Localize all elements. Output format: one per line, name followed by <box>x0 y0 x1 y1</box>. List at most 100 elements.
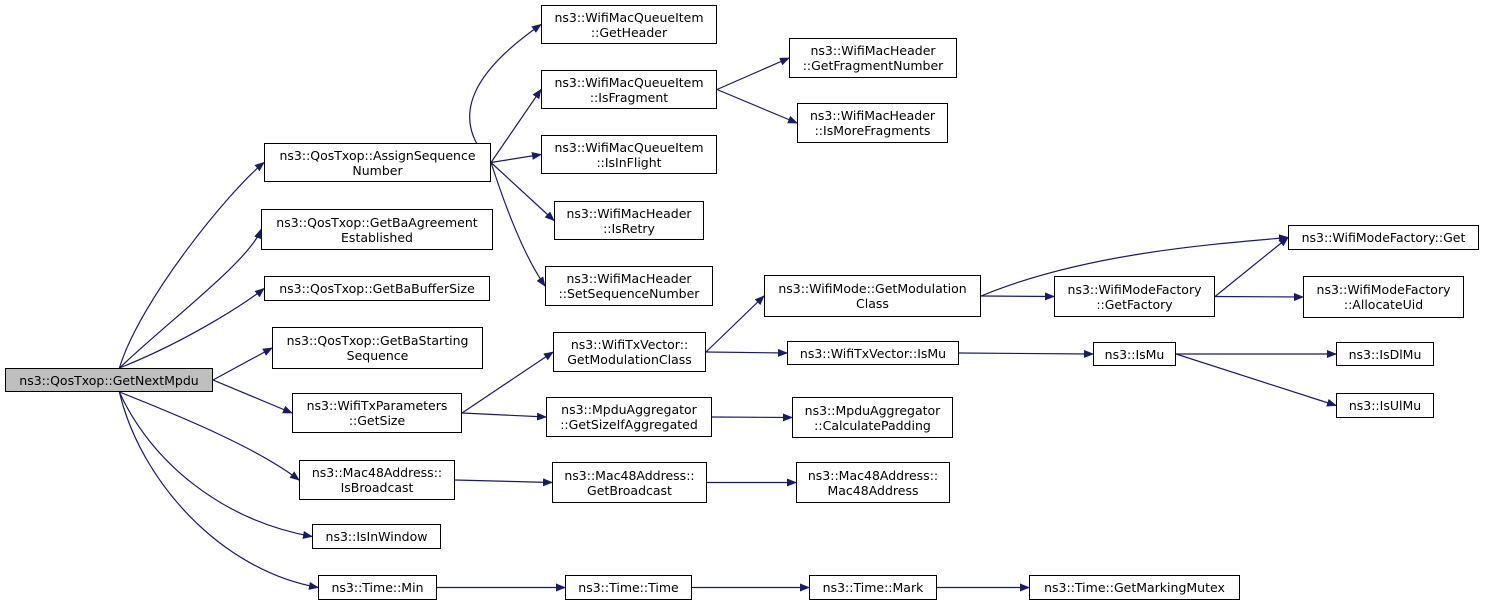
edge-txvec-is-mu-to-is-mu <box>958 349 1094 358</box>
node-label-line: ns3::IsUlMu <box>1348 398 1422 413</box>
edge-mode-mod-class-to-mode-factory-get <box>980 234 1289 297</box>
edge-mode-mod-class-to-mode-factory-get-factory <box>980 292 1055 301</box>
node-label-line: ns3::Time::Time <box>578 580 679 595</box>
node-agg-size[interactable]: ns3::MpduAggregator::GetSizeIfAggregated <box>546 397 712 437</box>
node-hdr-set-seq[interactable]: ns3::WifiMacHeader::SetSequenceNumber <box>545 266 713 306</box>
node-label-line: ::GetSize <box>348 413 406 428</box>
node-mac-get-broadcast[interactable]: ns3::Mac48Address::GetBroadcast <box>552 462 707 503</box>
node-time-min[interactable]: ns3::Time::Min <box>318 575 437 600</box>
node-label-line: ns3::WifiTxVector::IsMu <box>799 345 947 361</box>
node-label-line: IsBroadcast <box>340 480 414 495</box>
edge-mac-is-broadcast-to-mac-get-broadcast <box>454 478 553 487</box>
node-label-line: ns3::WifiMacHeader <box>566 205 692 221</box>
edge-root-to-tx-params-size <box>212 379 293 414</box>
node-root: ns3::QosTxop::GetNextMpdu <box>5 368 213 392</box>
node-txvec-mod-class[interactable]: ns3::WifiTxVector::GetModulationClass <box>553 332 706 372</box>
node-label-line: ns3::MpduAggregator <box>804 402 941 418</box>
node-label-line: ns3::WifiMode::GetModulation <box>778 281 967 296</box>
node-label-line: Number <box>352 162 403 178</box>
edge-root-to-ba-established <box>118 228 262 369</box>
node-qi-in-flight[interactable]: ns3::WifiMacQueueItem::IsInFlight <box>541 135 717 174</box>
node-label-line: ::GetFactory <box>1096 296 1173 312</box>
node-label-line: ns3::WifiTxParameters <box>306 398 448 413</box>
node-label-line: ::IsRetry <box>603 220 655 236</box>
node-time-mark[interactable]: ns3::Time::Mark <box>809 575 937 600</box>
node-mac-ctor[interactable]: ns3::Mac48Address::Mac48Address <box>796 462 950 503</box>
node-label-line: ns3::WifiMacQueueItem <box>554 9 704 25</box>
node-label-line: ns3::Time::GetMarkingMutex <box>1044 580 1225 595</box>
node-label-line: ::GetHeader <box>590 24 668 40</box>
node-mac-is-broadcast[interactable]: ns3::Mac48Address::IsBroadcast <box>299 460 455 500</box>
node-label-line: ns3::WifiMacQueueItem <box>554 74 704 90</box>
node-label-line: Mac48Address <box>827 482 919 498</box>
node-label-line: ns3::WifiModeFactory <box>1316 282 1451 297</box>
node-label-line: ::AllocateUid <box>1343 297 1424 312</box>
edge-tx-params-size-to-txvec-mod-class <box>461 351 554 414</box>
node-is-dl-mu[interactable]: ns3::IsDlMu <box>1336 342 1434 366</box>
node-mode-factory-get[interactable]: ns3::WifiModeFactory::Get <box>1288 225 1479 250</box>
node-label-line: ::GetSizeIfAggregated <box>560 417 698 432</box>
node-ba-buffer[interactable]: ns3::QosTxop::GetBaBufferSize <box>264 276 490 301</box>
edge-assign-seq-to-qi-in-flight <box>490 151 542 164</box>
edge-root-to-is-in-window <box>118 391 313 539</box>
node-label-line: ns3::Mac48Address:: <box>311 465 443 480</box>
node-label-line: ns3::MpduAggregator <box>561 402 697 417</box>
node-is-mu[interactable]: ns3::IsMu <box>1093 342 1176 366</box>
node-label-line: Established <box>341 229 413 245</box>
edge-assign-seq-to-qi-is-fragment <box>490 88 542 163</box>
node-is-in-window[interactable]: ns3::IsInWindow <box>312 524 441 549</box>
node-mode-factory-get-factory[interactable]: ns3::WifiModeFactory::GetFactory <box>1054 276 1215 317</box>
edge-qi-is-fragment-to-hdr-frag-num <box>716 57 790 91</box>
node-label-line: ns3::QosTxop::GetNextMpdu <box>19 372 199 388</box>
node-label-line: ns3::WifiMacHeader <box>809 108 936 123</box>
node-mode-factory-alloc[interactable]: ns3::WifiModeFactory::AllocateUid <box>1303 276 1464 318</box>
edge-txvec-mod-class-to-mode-mod-class <box>705 295 765 353</box>
node-label-line: ns3::QosTxop::GetBaAgreement <box>276 214 478 230</box>
node-hdr-frag-num[interactable]: ns3::WifiMacHeader::GetFragmentNumber <box>789 38 957 78</box>
edge-agg-size-to-agg-padding <box>711 413 793 422</box>
edge-assign-seq-to-hdr-is-retry <box>490 162 555 222</box>
node-label-line: ::CalculatePadding <box>814 417 931 433</box>
edge-mode-factory-get-factory-to-mode-factory-get <box>1214 236 1289 297</box>
node-qi-is-fragment[interactable]: ns3::WifiMacQueueItem::IsFragment <box>541 70 717 109</box>
node-label-line: ::SetSequenceNumber <box>558 286 700 301</box>
node-label-line: Sequence <box>346 348 409 363</box>
node-time-mutex[interactable]: ns3::Time::GetMarkingMutex <box>1029 575 1240 600</box>
node-agg-padding[interactable]: ns3::MpduAggregator::CalculatePadding <box>792 397 953 438</box>
node-label-line: ::GetFragmentNumber <box>802 58 944 73</box>
edge-root-to-assign-seq <box>118 161 265 369</box>
node-label-line: Class <box>856 296 889 311</box>
node-qi-get-header[interactable]: ns3::WifiMacQueueItem::GetHeader <box>541 5 717 44</box>
node-label-line: ns3::QosTxop::GetBaStarting <box>286 333 469 348</box>
node-label-line: ns3::IsMu <box>1104 346 1165 362</box>
node-label-line: GetModulationClass <box>567 352 692 367</box>
node-label-line: ns3::QosTxop::GetBaBufferSize <box>279 281 475 296</box>
edge-root-to-mac-is-broadcast <box>119 391 300 481</box>
edge-txvec-mod-class-to-txvec-is-mu <box>705 348 788 357</box>
node-label-line: ns3::IsInWindow <box>325 529 428 544</box>
edge-assign-seq-to-hdr-set-seq <box>490 162 546 287</box>
node-hdr-more-frag[interactable]: ns3::WifiMacHeader::IsMoreFragments <box>797 103 948 143</box>
edge-qi-is-fragment-to-hdr-more-frag <box>716 88 798 124</box>
node-label-line: ns3::WifiTxVector:: <box>570 337 689 352</box>
node-label-line: ns3::Mac48Address:: <box>807 467 939 483</box>
node-hdr-is-retry[interactable]: ns3::WifiMacHeader::IsRetry <box>554 201 704 240</box>
node-label-line: ::IsFragment <box>589 89 669 105</box>
node-time-time[interactable]: ns3::Time::Time <box>565 575 692 600</box>
node-label-line: GetBroadcast <box>587 482 672 498</box>
node-is-ul-mu[interactable]: ns3::IsUlMu <box>1336 393 1434 418</box>
node-label-line: ::IsInFlight <box>596 154 662 170</box>
node-label-line: ns3::Mac48Address:: <box>564 467 695 483</box>
node-txvec-is-mu[interactable]: ns3::WifiTxVector::IsMu <box>787 341 959 365</box>
node-label-line: ns3::Time::Min <box>331 580 424 595</box>
node-label-line: ns3::WifiMacHeader <box>810 43 936 58</box>
node-label-line: ns3::WifiMacQueueItem <box>554 139 704 155</box>
node-tx-params-size[interactable]: ns3::WifiTxParameters::GetSize <box>292 393 462 433</box>
edge-root-to-ba-buffer <box>119 287 265 369</box>
